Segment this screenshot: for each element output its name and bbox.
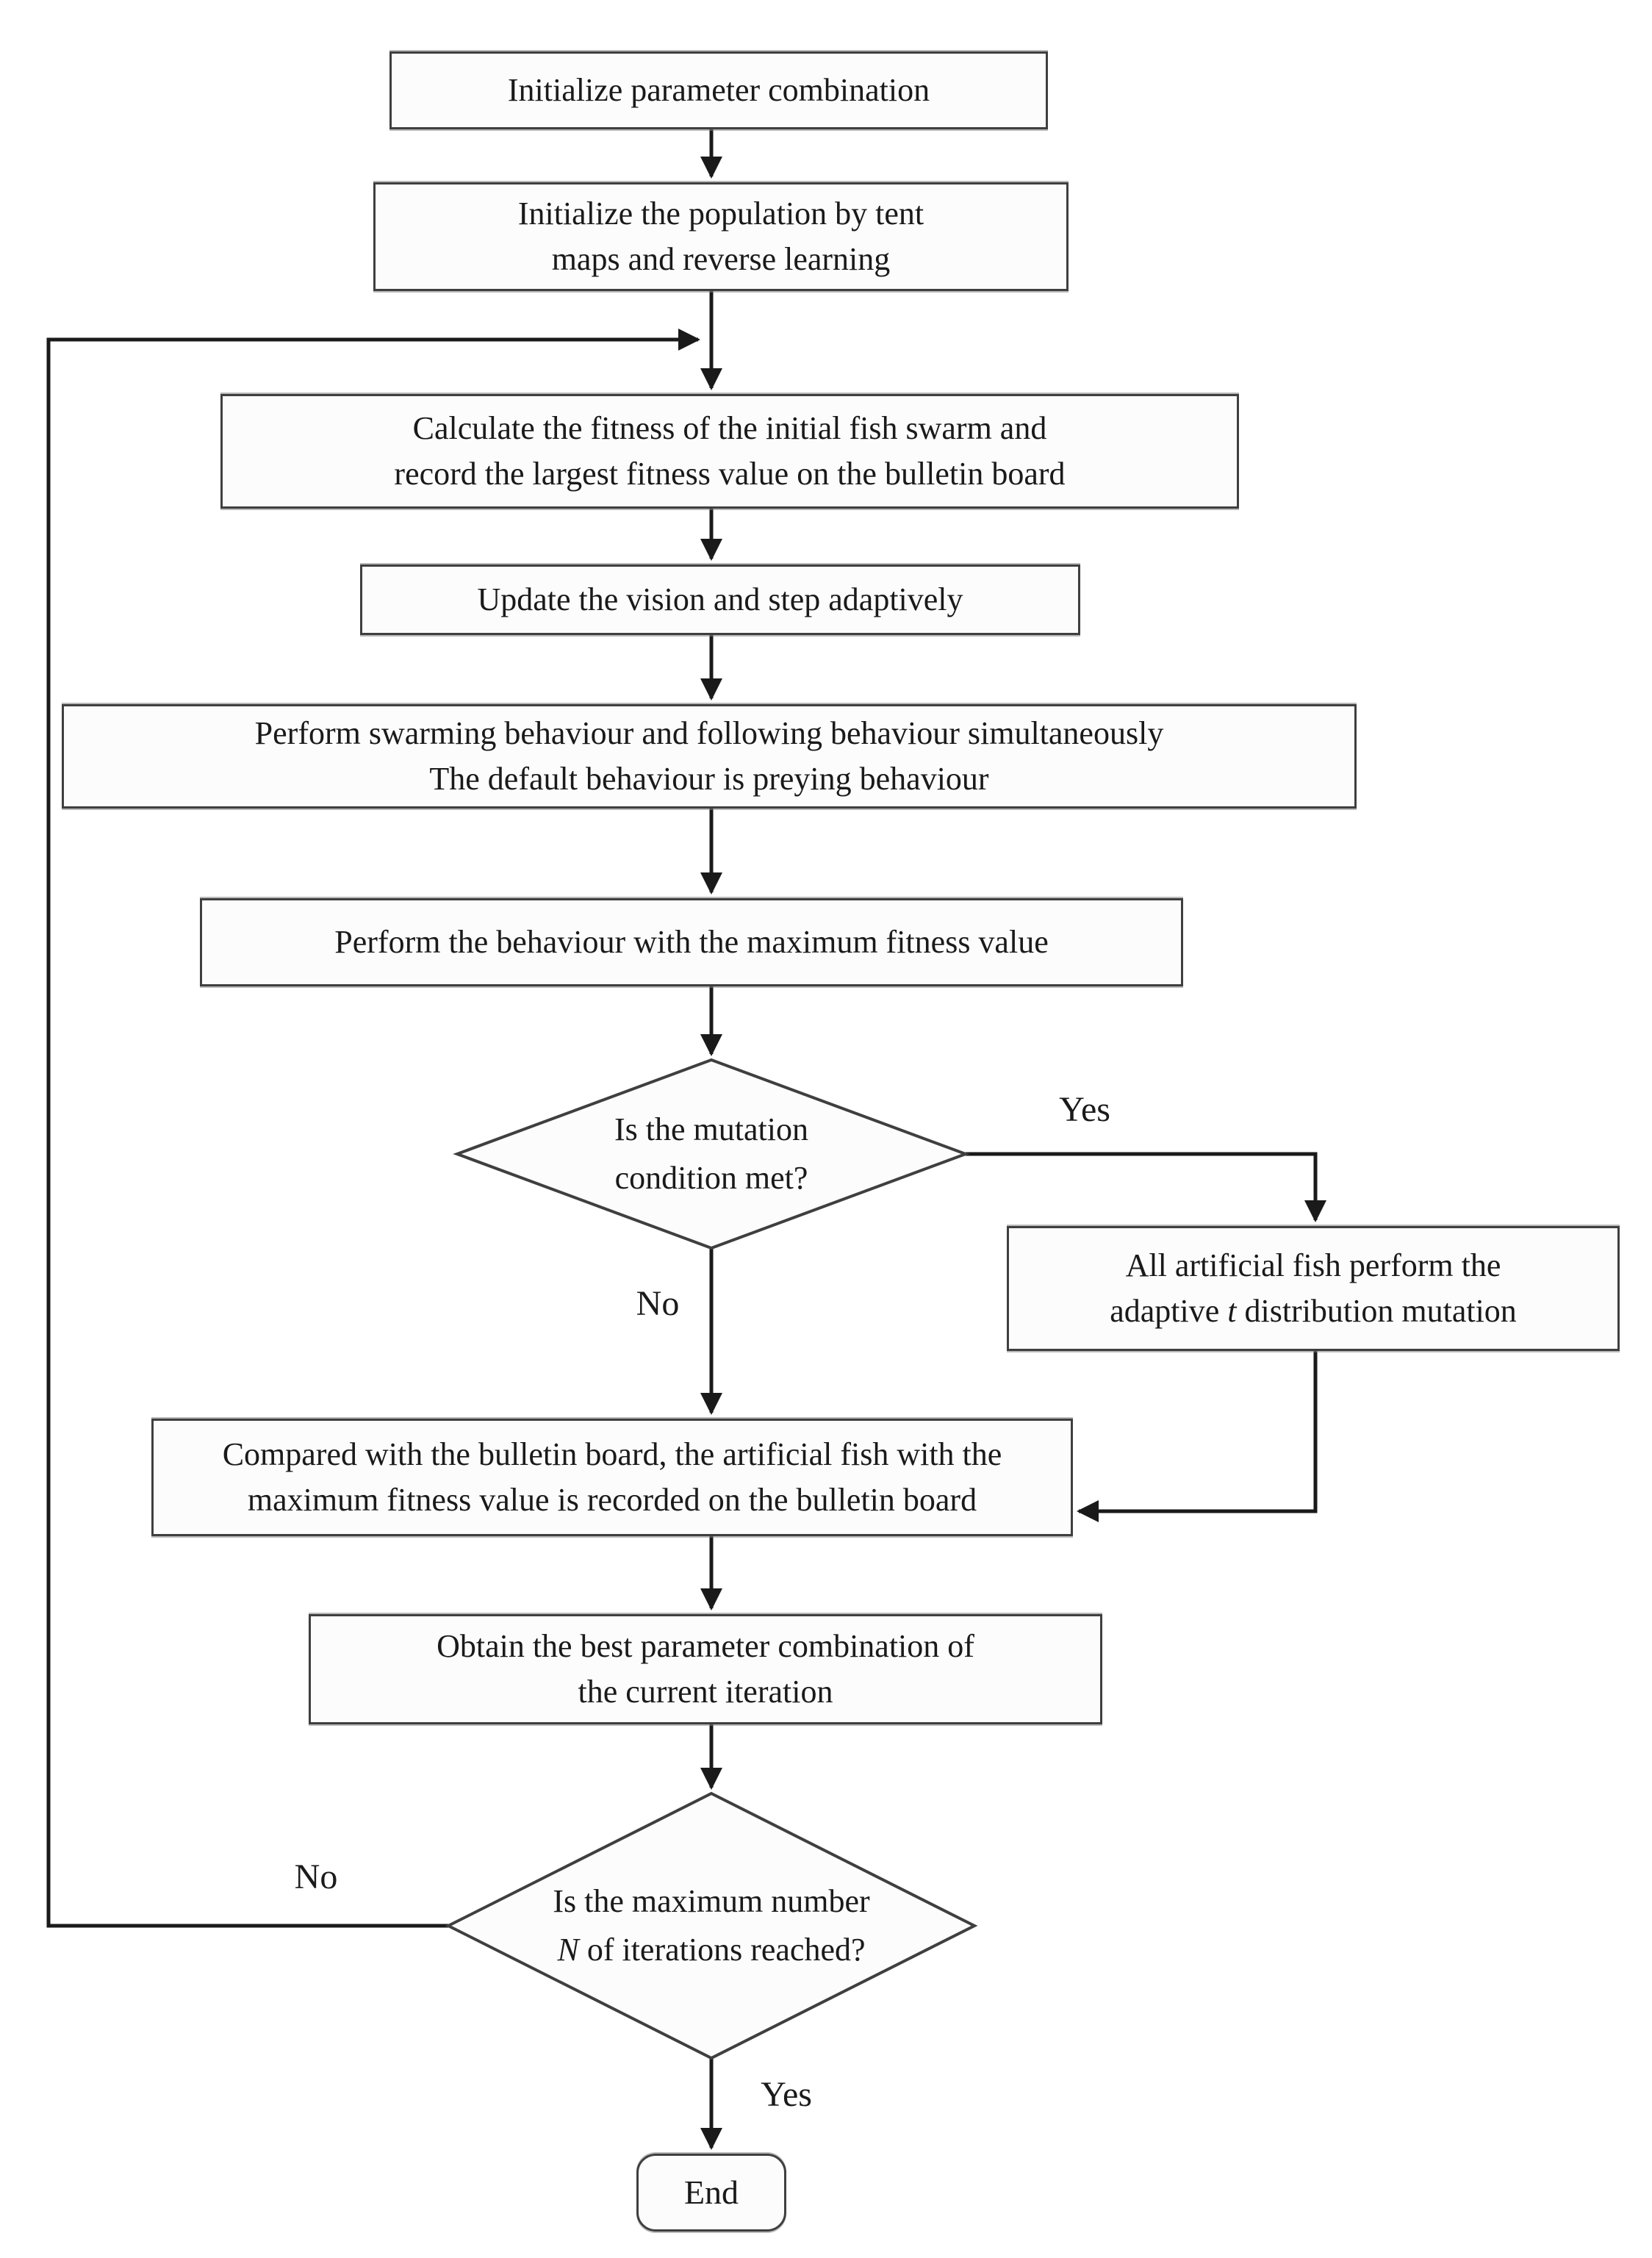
- edge-decision-yes-to-mutation: [966, 1152, 1326, 1222]
- node-end-terminal: End: [636, 2154, 786, 2232]
- label-iteration-no: No: [294, 1857, 338, 1896]
- node-calculate-fitness: Calculate the fitness of the initial fis…: [220, 394, 1239, 509]
- edge-iteration-no-loop: [46, 329, 700, 1928]
- node-initialize-population: Initialize the population by tent maps a…: [373, 182, 1069, 291]
- label-mutation-yes: Yes: [1059, 1090, 1110, 1129]
- node-perform-max-fitness-behaviour: Perform the behaviour with the maximum f…: [200, 898, 1183, 986]
- decision-iteration-diamond: [445, 1791, 978, 2060]
- edge-mutation-to-compare: [1077, 1351, 1318, 1522]
- node-initialize-parameters: Initialize parameter combination: [389, 51, 1048, 129]
- decision-mutation-label: Is the mutation condition met?: [614, 1111, 808, 1196]
- decision-iteration-label: Is the maximum number N of iterations re…: [553, 1883, 870, 1968]
- decision-mutation-diamond: [453, 1058, 970, 1250]
- label-iteration-yes: Yes: [761, 2075, 812, 2114]
- node-compare-bulletin-board: Compared with the bulletin board, the ar…: [151, 1419, 1073, 1536]
- node-perform-swarming-following: Perform swarming behaviour and following…: [62, 704, 1357, 809]
- node-obtain-best-combination: Obtain the best parameter combination of…: [309, 1614, 1102, 1724]
- label-mutation-no: No: [636, 1284, 680, 1323]
- node-t-distribution-mutation: All artificial fish perform the adaptive…: [1007, 1226, 1620, 1351]
- node-update-vision-step: Update the vision and step adaptively: [360, 564, 1080, 635]
